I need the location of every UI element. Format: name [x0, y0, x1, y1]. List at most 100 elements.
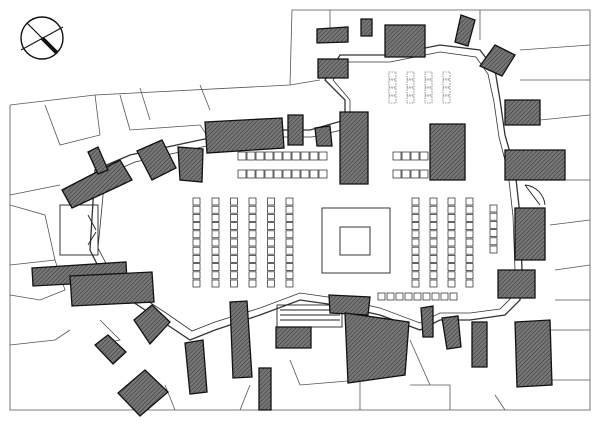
- seat: [285, 214, 294, 222]
- seat: [465, 230, 474, 239]
- seat: [255, 151, 265, 161]
- seat: [230, 263, 238, 271]
- seat-upper: [406, 87, 415, 96]
- seat: [248, 255, 257, 263]
- seat: [291, 151, 301, 161]
- seat: [285, 263, 294, 271]
- seat-upper: [442, 87, 451, 96]
- building: [328, 294, 371, 316]
- seat: [411, 279, 420, 288]
- building: [133, 304, 171, 346]
- seat: [211, 230, 220, 239]
- seat: [285, 271, 294, 280]
- seat: [192, 263, 201, 271]
- seat: [192, 205, 201, 214]
- seat: [318, 151, 328, 161]
- seat: [449, 292, 458, 301]
- building: [504, 149, 566, 181]
- building: [177, 146, 204, 183]
- seat: [248, 222, 257, 230]
- seat: [447, 222, 456, 230]
- seat: [230, 205, 238, 214]
- seat-upper: [388, 71, 397, 80]
- seat: [285, 205, 294, 214]
- east-door: [524, 184, 546, 206]
- seat-upper: [406, 71, 415, 80]
- seat: [489, 212, 498, 221]
- seat: [465, 255, 474, 263]
- seat: [211, 205, 220, 214]
- seat: [447, 230, 456, 239]
- seat: [419, 169, 429, 179]
- seat: [230, 279, 238, 288]
- seat: [248, 197, 257, 206]
- seat: [395, 292, 404, 301]
- seat: [211, 222, 220, 230]
- seat: [489, 204, 498, 213]
- seat: [237, 151, 247, 161]
- seat: [246, 169, 256, 179]
- building: [314, 125, 333, 147]
- seat: [230, 214, 238, 222]
- seat: [248, 214, 257, 222]
- seat: [211, 255, 220, 263]
- seat: [267, 238, 275, 247]
- building: [258, 367, 272, 411]
- building: [344, 312, 410, 384]
- seat: [285, 246, 294, 255]
- seat: [192, 214, 201, 222]
- seat: [211, 197, 220, 206]
- seat: [411, 214, 420, 222]
- seat: [300, 151, 310, 161]
- seat-upper: [442, 71, 451, 80]
- seat: [282, 169, 292, 179]
- seat: [267, 263, 275, 271]
- building: [384, 24, 426, 58]
- seat: [230, 238, 238, 247]
- seat: [429, 222, 438, 230]
- seat: [230, 222, 238, 230]
- seat: [465, 197, 474, 206]
- seat: [411, 197, 420, 206]
- seat: [267, 279, 275, 288]
- seat: [411, 263, 420, 271]
- seat: [465, 222, 474, 230]
- building: [514, 207, 546, 261]
- building: [287, 114, 304, 146]
- compass-icon: [20, 16, 64, 60]
- seat: [465, 271, 474, 280]
- central-altar: [321, 207, 391, 274]
- building: [514, 319, 553, 388]
- seat-upper: [406, 79, 415, 88]
- seat: [411, 271, 420, 280]
- seat: [309, 169, 319, 179]
- seat: [447, 255, 456, 263]
- seat: [410, 151, 420, 161]
- building: [204, 117, 285, 154]
- building: [229, 300, 253, 379]
- building: [420, 305, 434, 338]
- seat: [447, 246, 456, 255]
- seat: [465, 279, 474, 288]
- seat: [411, 230, 420, 239]
- seat: [285, 230, 294, 239]
- seat: [267, 230, 275, 239]
- seat: [230, 246, 238, 255]
- seat: [264, 151, 274, 161]
- seat-upper: [424, 87, 433, 96]
- seat: [401, 169, 411, 179]
- seat: [377, 292, 386, 301]
- seat: [192, 255, 201, 263]
- seat: [230, 271, 238, 280]
- buildings: [31, 14, 566, 417]
- seat: [211, 263, 220, 271]
- site-lot-lines: [9, 9, 591, 411]
- seat: [237, 169, 247, 179]
- seat: [429, 230, 438, 239]
- building: [316, 26, 349, 44]
- building: [184, 339, 208, 395]
- seat: [192, 271, 201, 280]
- seat: [401, 151, 411, 161]
- seat: [465, 238, 474, 247]
